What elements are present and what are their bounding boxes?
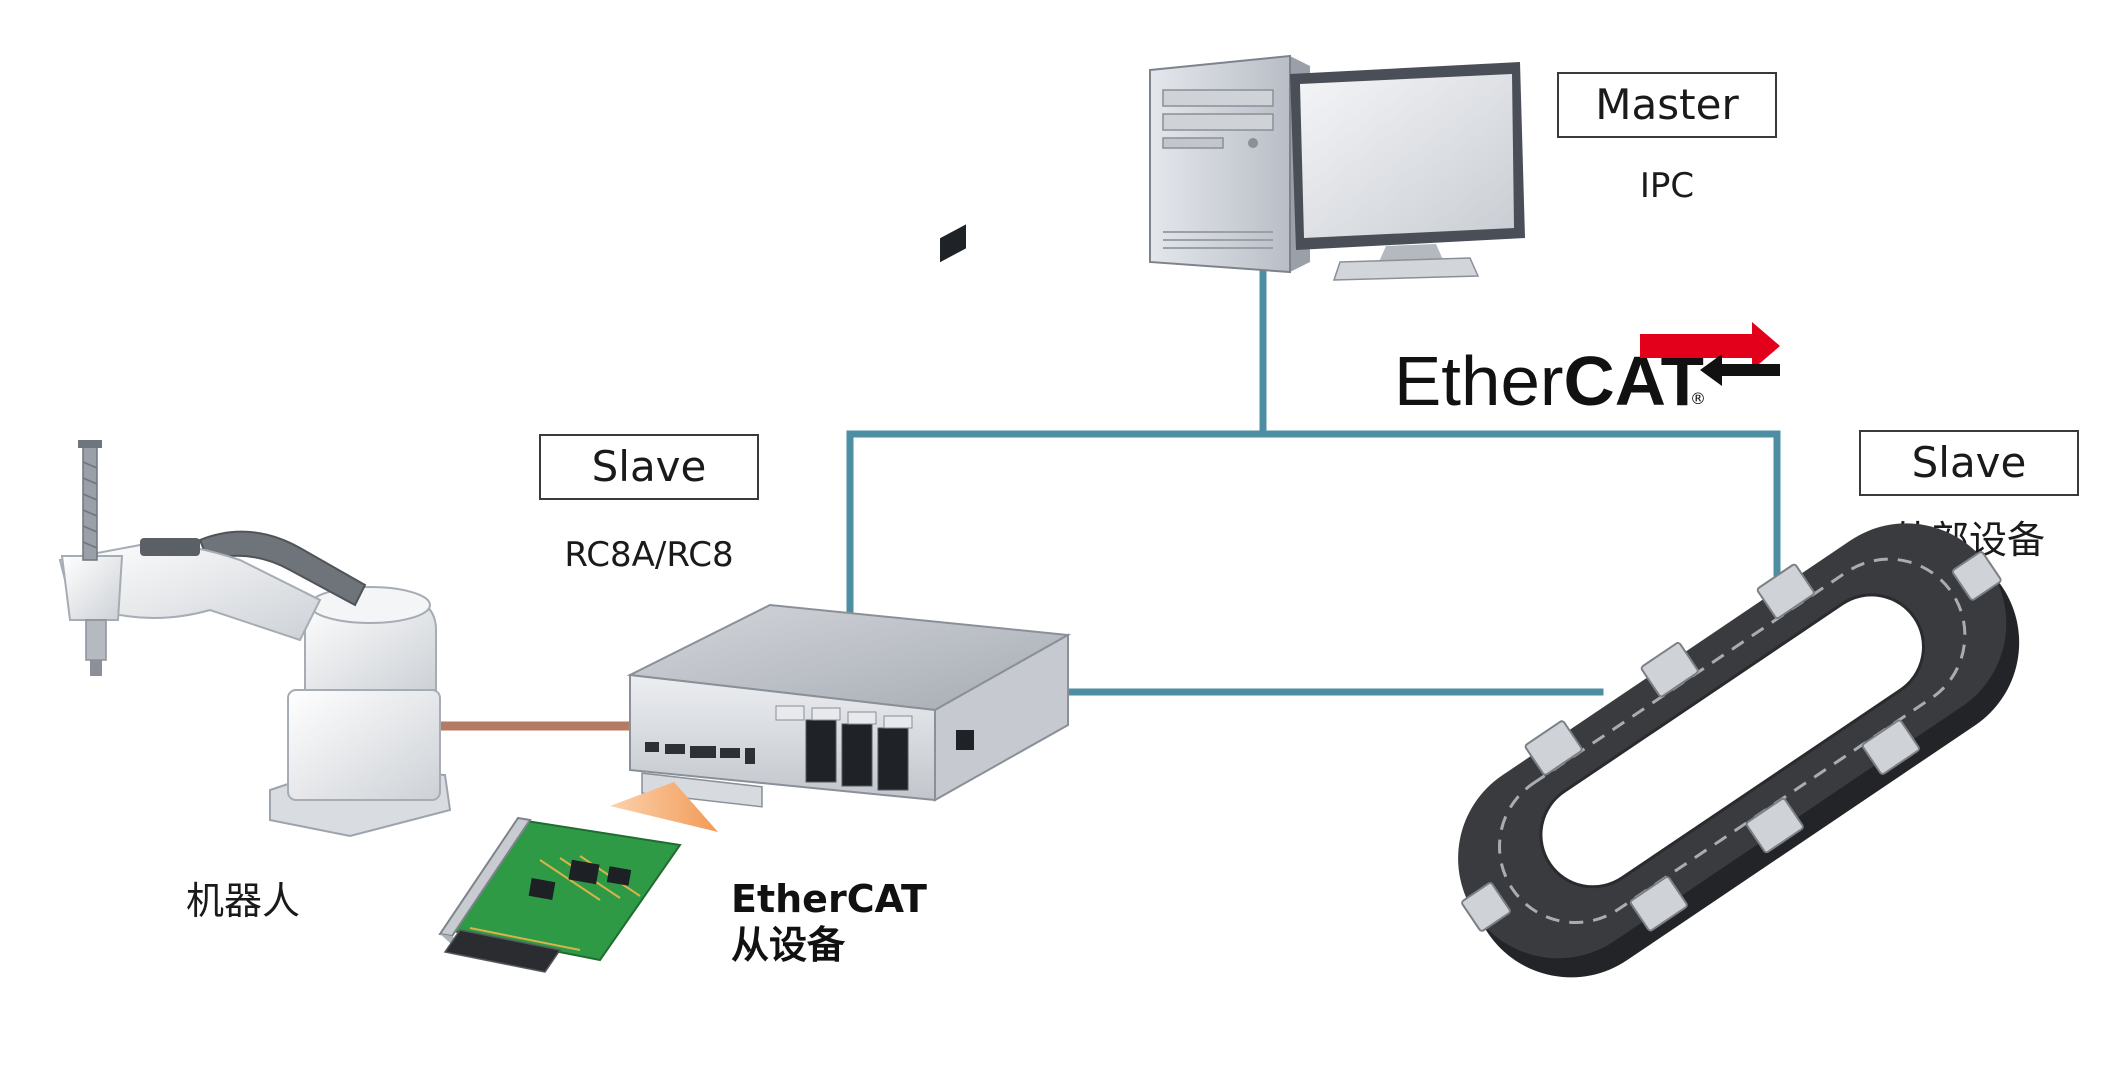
ethercat-logo-ether: Ether xyxy=(1394,342,1564,420)
ethercat-slave-card-image xyxy=(438,816,682,973)
master-role-label: Master xyxy=(1595,80,1739,129)
controller-role-label: Slave xyxy=(592,442,707,491)
card-label-line2: 从设备 xyxy=(731,923,846,967)
master-role-box xyxy=(1557,72,1777,138)
ethercat-logo-registered-mark: ® xyxy=(1690,389,1706,408)
ethercat-network-lines xyxy=(846,244,1781,696)
master-device-label: IPC xyxy=(1640,166,1694,206)
controller-device-label: RC8A/RC8 xyxy=(564,535,733,575)
card-label-line1: EtherCAT xyxy=(731,877,927,921)
master-ipc-computer xyxy=(1149,54,1525,281)
rc8-controller-image xyxy=(626,224,1072,808)
scara-robot-image xyxy=(58,440,452,838)
external-role-label: Slave xyxy=(1912,438,2027,487)
ethercat-logo-black-arrow-icon xyxy=(1700,354,1780,386)
robot-label: 机器人 xyxy=(186,879,300,923)
ethercat-logo: EtherCAT ® xyxy=(1394,322,1780,420)
ethercat-logo-red-arrow-icon xyxy=(1640,322,1780,370)
external-role-box xyxy=(1859,430,2079,496)
controller-role-box xyxy=(539,434,759,500)
card-insert-arrow-icon xyxy=(610,782,718,832)
external-track-system-image xyxy=(1458,523,2020,978)
